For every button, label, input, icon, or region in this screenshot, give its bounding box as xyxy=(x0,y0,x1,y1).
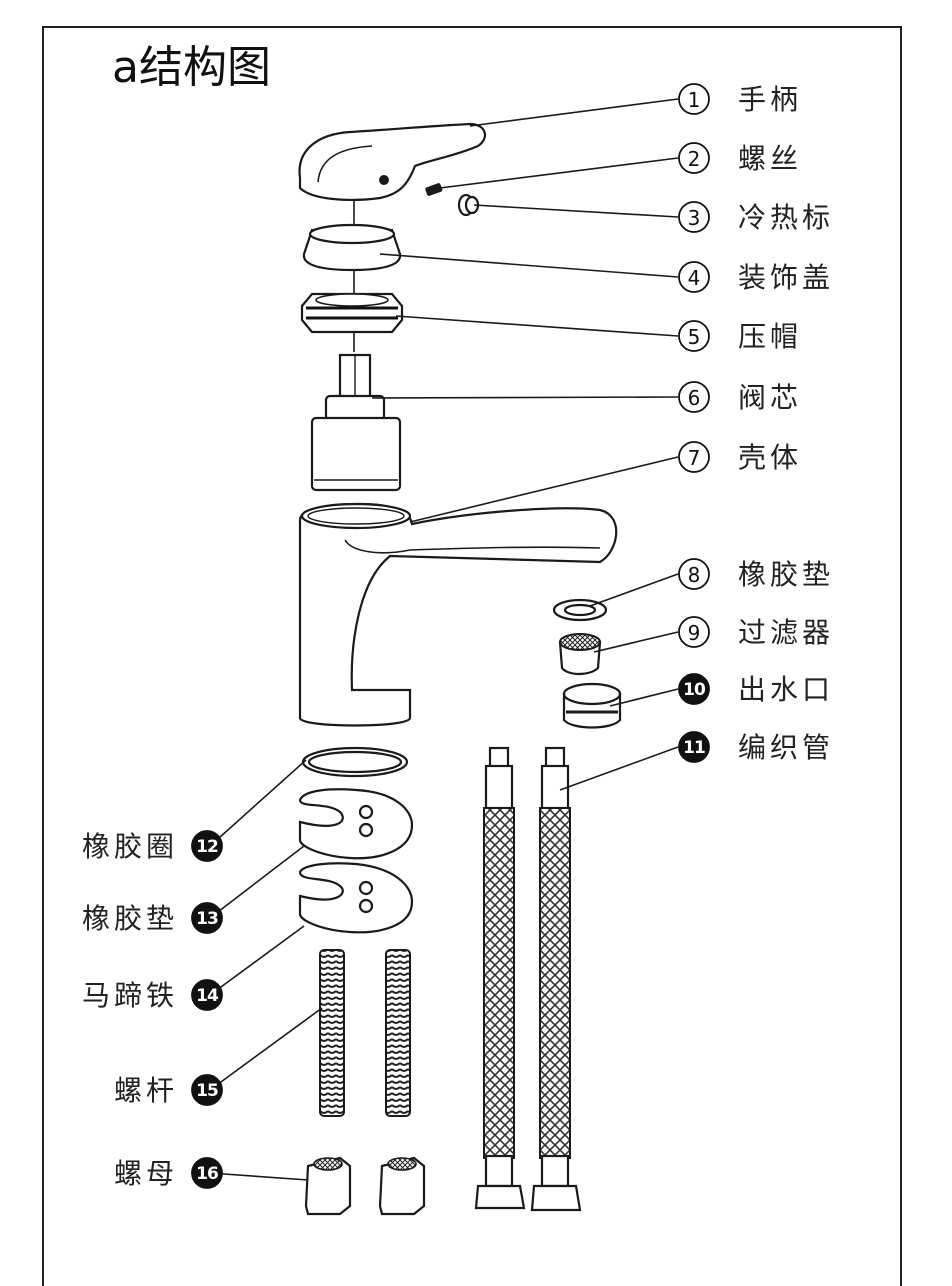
part-callout-3: 3 冷热标 xyxy=(678,201,834,234)
part-number: 2 xyxy=(688,147,701,171)
part-number-badges-right: 1 手柄 2 螺丝 3 冷热标 4 装饰盖 5 压帽 6 阀芯 7 壳体 8 橡胶垫 9 过滤器 10 出水口 11 编织… xyxy=(678,83,834,764)
part-number-circle xyxy=(191,1074,223,1106)
part-number-circle xyxy=(678,261,710,293)
pressure-nut-part xyxy=(300,292,404,334)
part-number-circle xyxy=(678,673,710,705)
part-label: 阀芯 xyxy=(738,381,802,414)
part-number-circle xyxy=(191,830,223,862)
part-label: 橡胶垫 xyxy=(82,902,178,935)
part-label: 壳体 xyxy=(738,441,802,474)
part-callout-12: 12 橡胶圈 xyxy=(82,830,223,863)
part-number: 15 xyxy=(196,1081,218,1101)
part-number-circle xyxy=(191,979,223,1011)
part-label: 螺杆 xyxy=(114,1074,178,1107)
handle-part xyxy=(298,122,487,201)
part-label: 马蹄铁 xyxy=(82,979,178,1012)
rubber-ring-part xyxy=(301,746,409,778)
part-callout-9: 9 过滤器 xyxy=(678,616,834,649)
part-number: 4 xyxy=(688,266,701,290)
part-label: 橡胶垫 xyxy=(738,558,834,591)
braided-hose-part xyxy=(474,746,582,1212)
filter-part xyxy=(558,633,602,676)
diagram-frame xyxy=(42,26,902,1286)
part-callout-10: 10 出水口 xyxy=(678,673,834,706)
part-number-circle xyxy=(678,201,710,233)
part-label: 编织管 xyxy=(738,731,834,764)
part-number: 16 xyxy=(196,1164,218,1184)
rubber-gasket-part xyxy=(298,788,414,860)
part-label: 螺母 xyxy=(114,1157,178,1190)
part-label: 橡胶圈 xyxy=(82,830,178,863)
decorative-cap-part xyxy=(302,223,402,272)
threaded-rod-part xyxy=(319,949,411,1117)
part-number-circle xyxy=(678,320,710,352)
part-number-circle xyxy=(678,381,710,413)
part-number-circle xyxy=(678,616,710,648)
valve-core-part xyxy=(310,353,402,492)
part-callout-4: 4 装饰盖 xyxy=(678,261,834,294)
part-callout-16: 16 螺母 xyxy=(114,1157,223,1190)
hot-cold-indicator-part xyxy=(457,193,480,217)
part-callout-15: 15 螺杆 xyxy=(114,1074,223,1107)
part-number-circle xyxy=(678,142,710,174)
screw-part xyxy=(425,183,443,196)
part-label: 出水口 xyxy=(738,673,834,706)
part-label: 冷热标 xyxy=(738,201,834,234)
part-number-circle xyxy=(678,83,710,115)
part-number-circle xyxy=(678,441,710,473)
part-callout-6: 6 阀芯 xyxy=(678,381,802,414)
part-number: 5 xyxy=(688,325,701,349)
diagram-title: a结构图 xyxy=(112,42,271,93)
part-callout-14: 14 马蹄铁 xyxy=(82,979,223,1012)
part-number: 1 xyxy=(688,88,701,112)
horseshoe-plate-part xyxy=(298,862,414,934)
part-label: 压帽 xyxy=(738,320,802,353)
part-number: 12 xyxy=(196,837,218,857)
part-number-circle xyxy=(191,902,223,934)
part-callout-5: 5 压帽 xyxy=(678,320,802,353)
nut-part xyxy=(304,1156,426,1216)
part-label: 装饰盖 xyxy=(738,261,834,294)
part-callout-1: 1 手柄 xyxy=(678,83,802,116)
outlet-part xyxy=(562,682,622,729)
leader-lines xyxy=(209,98,679,1181)
part-number-badges-left: 12 橡胶圈 13 橡胶垫 14 马蹄铁 15 螺杆 16 螺母 xyxy=(82,830,223,1190)
faucet-body-part xyxy=(298,502,618,727)
part-number: 7 xyxy=(688,446,701,470)
part-callout-11: 11 编织管 xyxy=(678,731,834,764)
part-number: 10 xyxy=(683,680,706,700)
part-label: 手柄 xyxy=(738,83,802,116)
part-number-circle xyxy=(678,731,710,763)
part-label: 螺丝 xyxy=(738,142,802,175)
part-label: 过滤器 xyxy=(738,616,834,649)
part-number: 6 xyxy=(688,386,701,410)
part-number: 3 xyxy=(688,206,701,230)
part-number: 14 xyxy=(196,986,219,1006)
part-number-circle xyxy=(191,1157,223,1189)
part-callout-13: 13 橡胶垫 xyxy=(82,902,223,935)
part-number: 9 xyxy=(688,621,701,645)
part-number: 8 xyxy=(688,563,701,587)
part-number: 11 xyxy=(683,738,705,758)
part-number: 13 xyxy=(196,909,218,929)
part-number-circle xyxy=(678,558,710,590)
part-callout-2: 2 螺丝 xyxy=(678,142,802,175)
part-callout-8: 8 橡胶垫 xyxy=(678,558,834,591)
part-callout-7: 7 壳体 xyxy=(678,441,802,474)
